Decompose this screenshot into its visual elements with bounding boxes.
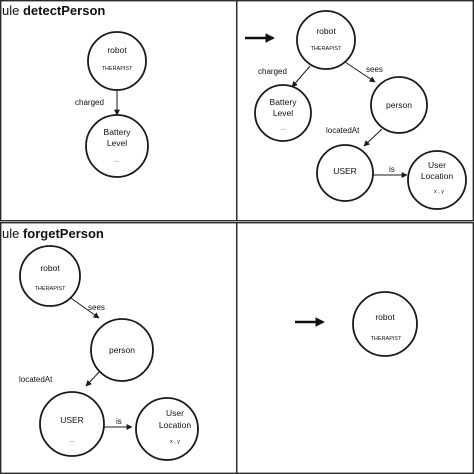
p2-node-user-location: User Location x , y [407,150,467,210]
p2-edge-located-at [363,128,383,147]
svg-text:Level: Level [107,138,127,148]
svg-text:Location: Location [159,420,191,430]
panel-forget-result [235,221,474,474]
p4-node-robot: robot THERAPIST [352,291,418,357]
p2-label-is: is [389,165,395,174]
p2-label-located-at: locatedAt [326,126,360,135]
p2-edge-sees [344,61,376,83]
svg-text:person: person [109,345,135,355]
p3-edge-located-at [85,369,102,387]
panel-detect-result [235,0,474,222]
p3-label-is: is [116,417,122,426]
svg-text:x , y: x , y [170,439,180,445]
p1-node-robot: robot THERAPIST [87,31,147,91]
p2-node-robot: robot THERAPIST [296,10,356,70]
svg-text:THERAPIST: THERAPIST [311,46,343,52]
svg-text:robot: robot [316,26,336,36]
p1-robot-role: THERAPIST [102,66,134,72]
p1-label-charged: charged [75,98,104,107]
svg-text:Location: Location [421,171,453,181]
svg-text:robot: robot [40,263,60,273]
p2-node-person: person [370,76,428,134]
p3-node-robot: robot THERAPIST [19,245,81,307]
p3-label-located-at: locatedAt [19,375,53,384]
svg-text:THERAPIST: THERAPIST [371,336,403,342]
p2-label-charged: charged [258,67,287,76]
svg-text:User: User [428,160,446,170]
rule-forget-title: ule forgetPerson [2,226,104,241]
svg-text:person: person [386,100,412,110]
svg-text:USER: USER [60,415,84,425]
svg-text:Battery: Battery [270,97,298,107]
svg-text:x , y: x , y [434,189,444,195]
p3-node-user-location: User Location x , y [135,397,199,461]
p2-node-battery: Battery Level ... [254,84,312,142]
p3-edge-sees [67,295,100,319]
svg-text:...: ... [70,438,75,444]
p2-edge-charged [291,65,311,88]
p3-node-user: USER ... [39,391,105,457]
rule-detect-title: ule detectPerson [2,3,105,18]
svg-text:USER: USER [333,166,357,176]
svg-text:...: ... [281,126,286,132]
svg-text:THERAPIST: THERAPIST [35,286,67,292]
p3-label-sees: sees [88,303,105,312]
p1-node-battery: Battery Level ... [85,114,149,178]
svg-text:Battery: Battery [104,127,132,137]
p1-robot-name: robot [107,45,127,55]
svg-text:Level: Level [273,108,293,118]
p3-node-person: person [90,318,154,382]
p2-node-user: USER [316,144,374,202]
p2-label-sees: sees [366,65,383,74]
svg-text:robot: robot [375,312,395,322]
svg-text:...: ... [115,158,120,164]
svg-text:User: User [166,408,184,418]
